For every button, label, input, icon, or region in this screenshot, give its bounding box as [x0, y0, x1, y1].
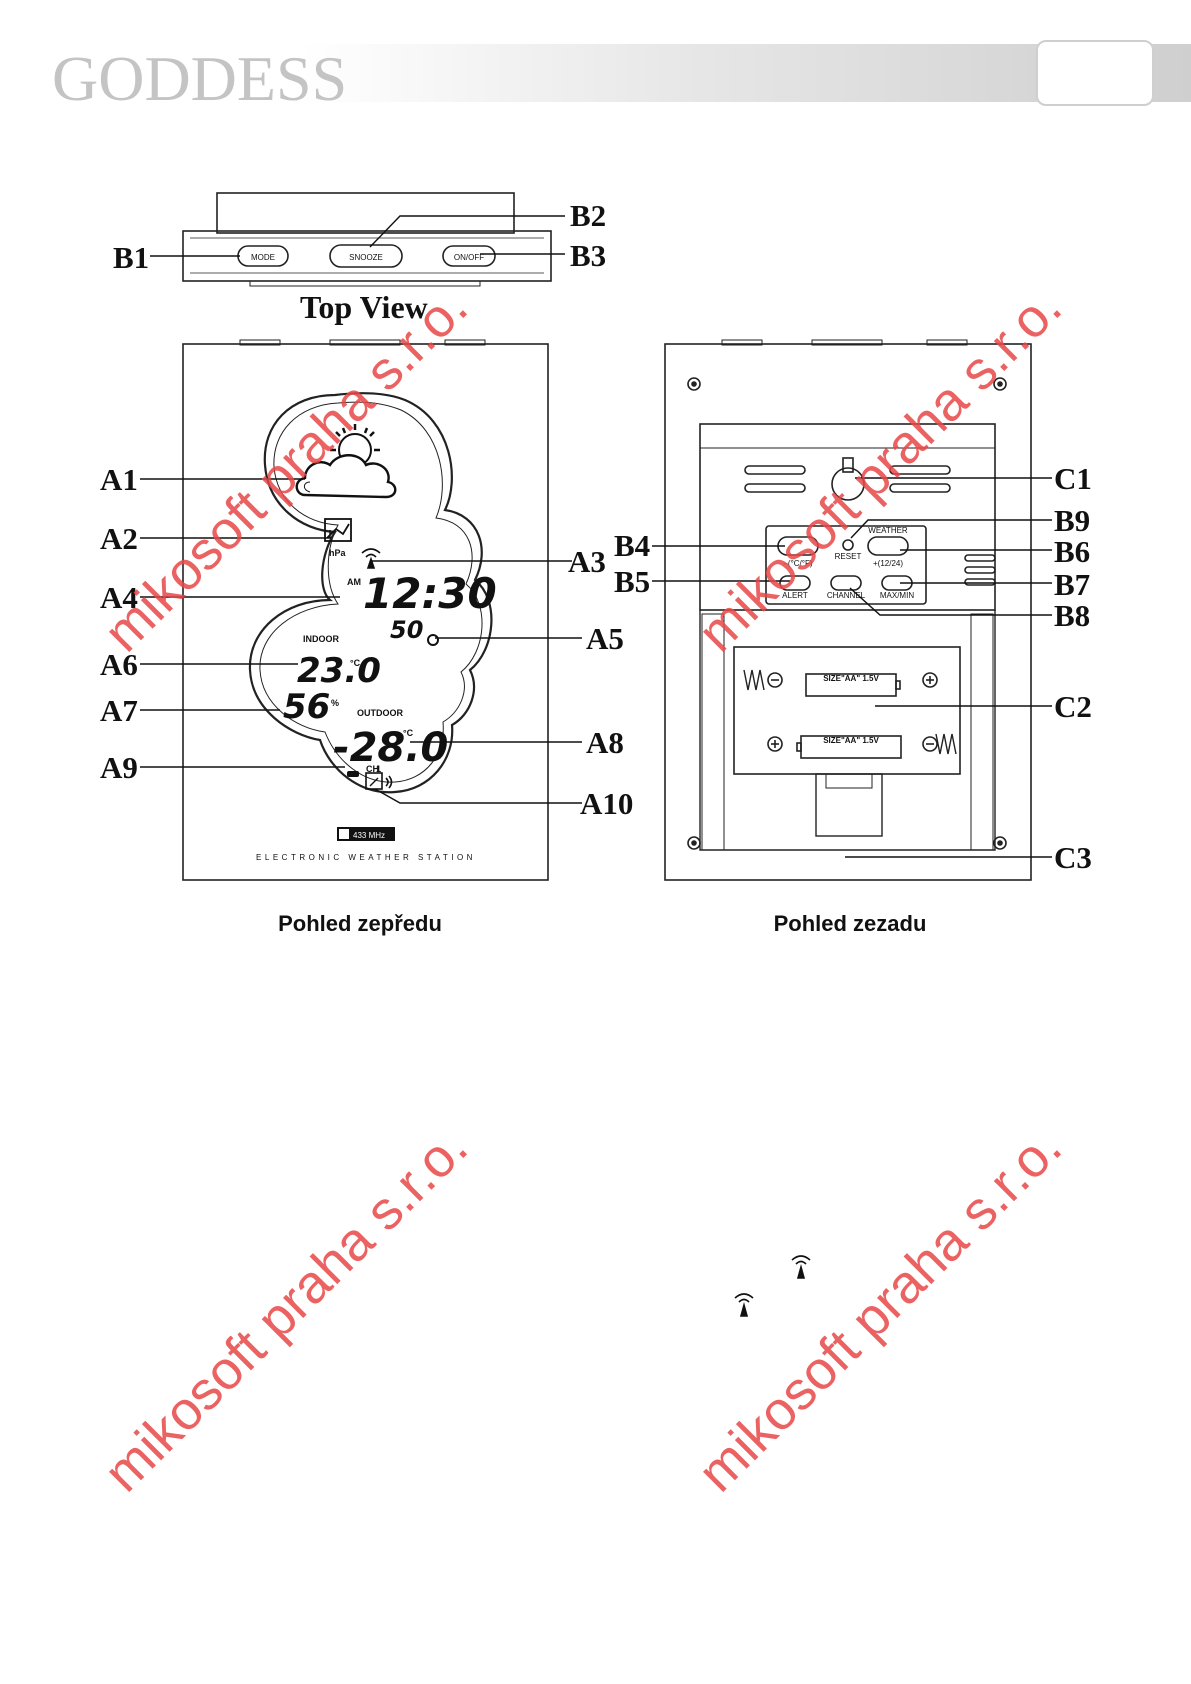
wall-hanging-hole — [831, 467, 865, 501]
clock-time: 12:30 — [363, 569, 497, 618]
label-A2: A2 — [100, 521, 138, 556]
front-housing — [182, 343, 549, 881]
weather-button-label: WEATHER — [868, 526, 908, 535]
front-view-caption: Pohled zepředu — [278, 911, 442, 936]
label-B6: B6 — [1054, 534, 1090, 569]
top-view-back-edge — [216, 192, 515, 234]
maxmin-button-label: MAX/MIN — [880, 591, 914, 600]
snooze-button-shape — [329, 244, 403, 268]
clock-seconds: 50 — [390, 616, 423, 644]
top-view-title: Top View — [300, 289, 428, 325]
battery-1-label: SIZE"AA" 1.5V — [823, 674, 879, 683]
indoor-humidity: 56 — [283, 687, 330, 727]
label-A1: A1 — [100, 462, 138, 497]
signal-icon — [361, 548, 381, 569]
label-B3: B3 — [570, 238, 606, 273]
low-battery-icon — [347, 771, 359, 777]
label-B5: B5 — [614, 564, 650, 599]
signal-icon-small-1 — [734, 1293, 754, 1317]
humidity-unit: % — [331, 698, 339, 708]
back-upper-panel — [699, 423, 996, 611]
product-name: ELECTRONIC WEATHER STATION — [256, 853, 476, 862]
label-A5: A5 — [586, 621, 624, 656]
label-B2: B2 — [570, 198, 606, 233]
back-button-panel — [765, 525, 927, 605]
reset-button-label: RESET — [835, 552, 862, 561]
label-B1: B1 — [113, 240, 149, 275]
badge-icon — [339, 829, 349, 839]
snooze-button-label: SNOOZE — [349, 253, 383, 262]
battery-2-label: SIZE"AA" 1.5V — [823, 736, 879, 745]
channel-button-label: CHANNEL — [827, 591, 866, 600]
label-B9: B9 — [1054, 503, 1090, 538]
top-view-leaders — [150, 215, 565, 257]
hour-mode-button-label: +(12/24) — [873, 559, 903, 568]
indoor-label: INDOOR — [303, 634, 340, 644]
label-A9: A9 — [100, 750, 138, 785]
label-A10: A10 — [580, 786, 633, 821]
back-housing — [664, 343, 1032, 881]
indoor-temp-unit: °C — [350, 658, 361, 668]
unit-button-label: –(°C/°F) — [783, 559, 812, 568]
ampm-indicator: AM — [347, 577, 361, 587]
back-view-caption: Pohled zezadu — [774, 911, 927, 936]
label-A3: A3 — [568, 544, 606, 579]
label-A4: A4 — [100, 580, 138, 615]
front-view-leaders — [140, 478, 582, 804]
indoor-temperature: 23.0 — [297, 651, 381, 691]
outdoor-temp-unit: °C — [403, 728, 414, 738]
label-C3: C3 — [1054, 840, 1092, 875]
page-tab — [1036, 40, 1154, 106]
brand-logo: GODDESS — [52, 43, 348, 114]
signal-icon-small-2 — [791, 1255, 811, 1279]
label-A8: A8 — [586, 725, 624, 760]
channel-label: CH — [366, 764, 379, 774]
label-A6: A6 — [100, 647, 138, 682]
seconds-dot — [427, 634, 439, 646]
battery-compartment — [733, 646, 961, 775]
back-view-leaders — [652, 477, 1052, 858]
onoff-button-shape — [442, 245, 496, 267]
outdoor-temperature: -28.0 — [333, 725, 448, 771]
front-view — [182, 339, 549, 881]
display-outline — [248, 392, 493, 794]
outdoor-label: OUTDOOR — [357, 708, 403, 718]
label-C2: C2 — [1054, 689, 1092, 724]
frequency-badge — [337, 827, 395, 841]
label-B4: B4 — [614, 528, 650, 563]
mode-button-label: MODE — [251, 253, 275, 262]
alert-button-label: ALERT — [782, 591, 808, 600]
channel-number: 1 — [376, 764, 381, 774]
label-C1: C1 — [1054, 461, 1092, 496]
frequency-badge-text: 433 MHz — [353, 831, 385, 840]
label-B7: B7 — [1054, 567, 1090, 602]
top-view — [182, 192, 552, 287]
pressure-unit: hPa — [329, 548, 347, 558]
label-B8: B8 — [1054, 598, 1090, 633]
wireless-sensor-icon — [365, 772, 393, 790]
back-view — [664, 339, 1032, 881]
onoff-button-label: ON/OFF — [454, 253, 484, 262]
pressure-icon — [324, 518, 352, 542]
label-A7: A7 — [100, 693, 138, 728]
